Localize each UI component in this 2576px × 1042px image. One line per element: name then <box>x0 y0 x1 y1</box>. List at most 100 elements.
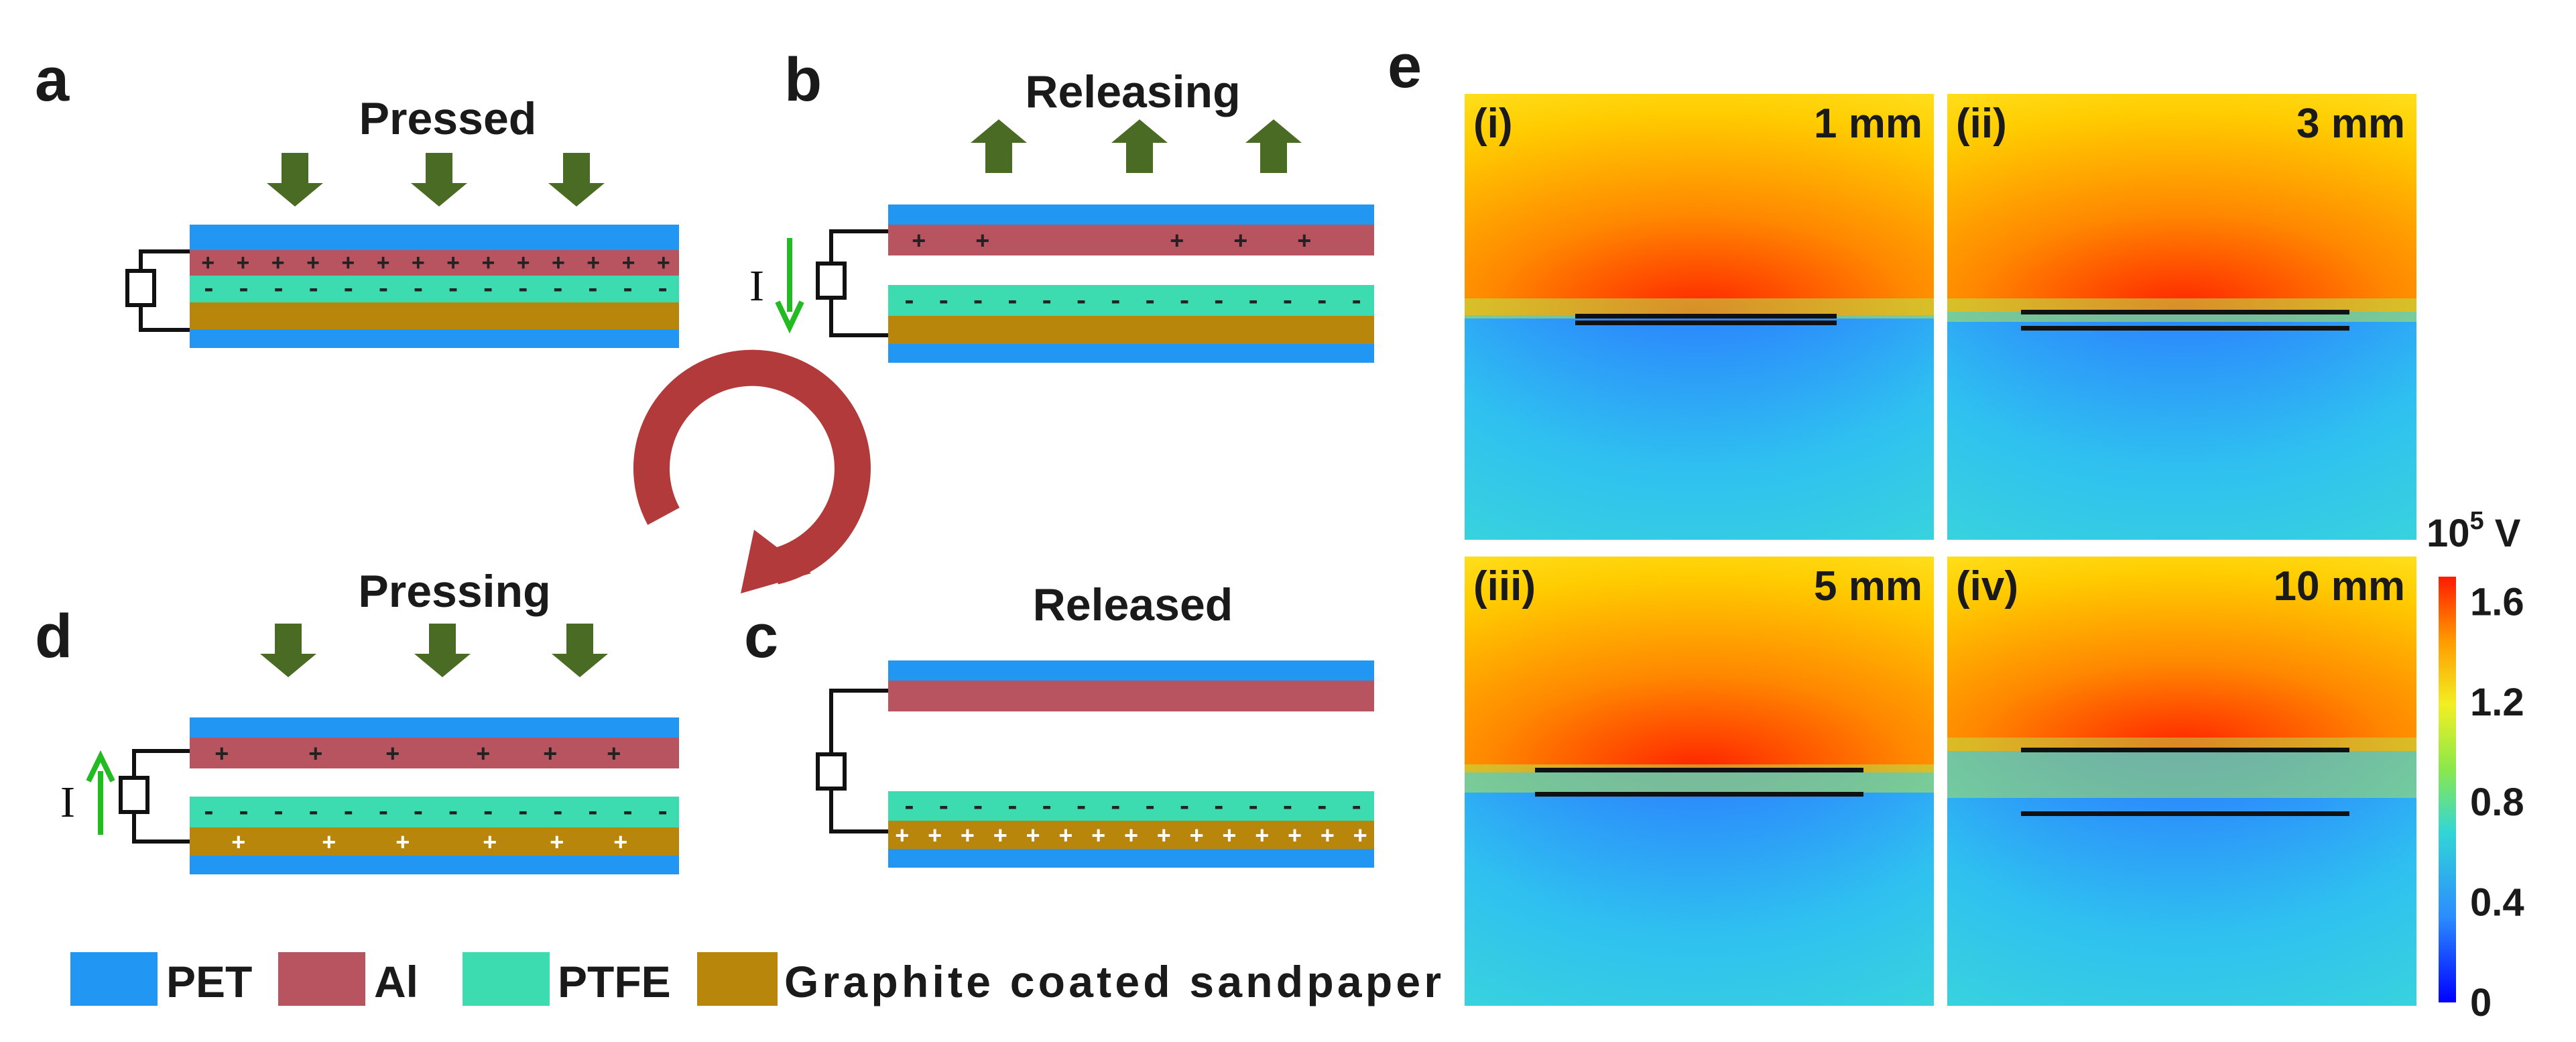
positive-charges: + <box>550 830 564 858</box>
positive-charges: + + + + + + + + + + + + + + + <box>895 823 1367 851</box>
down-arrow-icon <box>267 153 323 207</box>
layer-graphite <box>190 302 679 329</box>
load-resistor <box>816 752 847 791</box>
layer-ptfe <box>190 276 679 302</box>
down-arrow-icon <box>260 624 316 677</box>
layer-graphite <box>888 316 1374 344</box>
positive-charges: + + + + + + + + + + + + + + <box>201 252 670 278</box>
down-arrow-icon <box>552 624 608 677</box>
state-pressed: Pressed <box>359 93 537 144</box>
electrode-bottom <box>2021 811 2349 816</box>
device-pressing: + + + + + + - - - - - - - - - - - - - - … <box>60 624 679 874</box>
device-pressed: + + + + + + + + + + + + + + - - - - - - … <box>125 153 679 348</box>
legend-label: PET <box>166 957 252 1006</box>
layer-pet-bottom <box>190 856 679 874</box>
positive-charges: + <box>385 742 400 769</box>
layer-graphite <box>888 821 1374 849</box>
legend-item-graphite: Graphite coated sandpaper <box>697 952 1441 1006</box>
load-resistor <box>119 776 149 814</box>
electrode-bottom <box>2021 326 2349 331</box>
state-pressing: Pressing <box>358 566 550 617</box>
panel-label-d: d <box>35 602 72 671</box>
colorbar-ticks: 1.61.20.80.40 <box>2470 580 2524 1025</box>
positive-charges: + <box>322 830 336 858</box>
legend-swatch <box>463 952 550 1006</box>
map-gap: 10 mm <box>2274 563 2405 610</box>
map-index: (iii) <box>1473 563 1536 610</box>
legend-label: PTFE <box>558 957 671 1006</box>
load-resistor <box>816 262 847 300</box>
device-released: - - - - - - - - - - - - - - + + + + + + … <box>816 660 1374 868</box>
legend-swatch <box>70 952 158 1006</box>
legend-swatch <box>697 952 778 1006</box>
legend-item-pet: PET <box>70 952 252 1006</box>
map-gap: 1 mm <box>1814 101 1922 147</box>
legend-item-ptfe: PTFE <box>463 952 671 1006</box>
layer-ptfe <box>190 797 679 827</box>
positive-charges: + <box>231 830 246 858</box>
up-arrow-icon <box>1245 119 1302 173</box>
down-arrow-icon <box>548 153 605 207</box>
external-circuit <box>816 229 888 337</box>
press-arrows <box>260 624 608 677</box>
layer-pet-top <box>888 660 1374 681</box>
down-arrow-icon <box>414 624 471 677</box>
colorbar-tick-label: 0.8 <box>2470 780 2524 824</box>
external-circuit <box>119 749 190 844</box>
colorbar-gradient <box>2439 577 2456 1002</box>
current-up-arrow-icon <box>86 750 115 835</box>
potential-map-1mm: (i) 1 mm <box>1465 94 1934 540</box>
positive-charges: + <box>1297 229 1312 256</box>
electrode-bottom <box>1535 792 1863 797</box>
legend-swatch <box>278 952 365 1006</box>
negative-charges: - - - - - - - - - - - - - - <box>201 276 670 304</box>
layer-pet-bottom <box>888 344 1374 363</box>
map-gap: 5 mm <box>1814 563 1922 610</box>
potential-map-3mm: (ii) 3 mm <box>1947 94 2416 540</box>
colorbar-tick-label: 0.4 <box>2470 881 2524 925</box>
legend-label: Graphite coated sandpaper <box>784 957 1441 1006</box>
map-index: (iv) <box>1956 563 2018 610</box>
layer-graphite <box>190 827 679 856</box>
device-releasing: + + + + + - - - - - - - - - - - - - - I <box>749 119 1374 363</box>
panel-label-e: e <box>1388 32 1422 101</box>
legend: PET Al PTFE Graphite coated sandpaper <box>70 952 1441 1006</box>
negative-charges: - - - - - - - - - - - - - - <box>902 793 1364 822</box>
external-circuit <box>816 689 888 833</box>
press-arrows <box>267 153 605 207</box>
electrode-bottom <box>1575 321 1837 325</box>
current-label: I <box>749 262 764 310</box>
layer-ptfe <box>888 791 1374 821</box>
positive-charges: + <box>1233 229 1248 256</box>
positive-charges: + <box>1170 229 1184 256</box>
potential-map-10mm: (iv) 10 mm <box>1947 557 2416 1006</box>
layer-al <box>888 225 1374 255</box>
layer-al <box>190 250 679 276</box>
electrode-top <box>2021 748 2349 752</box>
negative-charges: - - - - - - - - - - - - - - <box>902 288 1364 316</box>
positive-charges: + <box>607 742 621 769</box>
legend-item-al: Al <box>278 952 418 1006</box>
up-arrow-icon <box>1111 119 1168 173</box>
map-index: (i) <box>1473 101 1513 147</box>
positive-charges: + <box>308 742 323 769</box>
state-releasing: Releasing <box>1025 66 1240 117</box>
legend-label: Al <box>374 957 418 1006</box>
current-label: I <box>60 778 75 827</box>
layer-ptfe <box>888 285 1374 316</box>
panel-label-c: c <box>744 602 778 671</box>
release-arrows <box>971 119 1302 173</box>
positive-charges: + <box>912 229 926 256</box>
positive-charges: + <box>975 229 990 256</box>
cycle-arrow-icon <box>633 349 871 593</box>
electrode-top <box>1535 768 1863 772</box>
panel-label-a: a <box>35 46 70 114</box>
layer-pet-bottom <box>888 849 1374 868</box>
down-arrow-icon <box>411 153 467 207</box>
panel-label-b: b <box>784 46 822 114</box>
colorbar: 105 V 1.61.20.80.40 <box>2427 507 2524 1025</box>
positive-charges: + <box>214 742 229 769</box>
positive-charges: + <box>395 830 410 858</box>
negative-charges: - - - - - - - - - - - - - - <box>201 799 670 827</box>
